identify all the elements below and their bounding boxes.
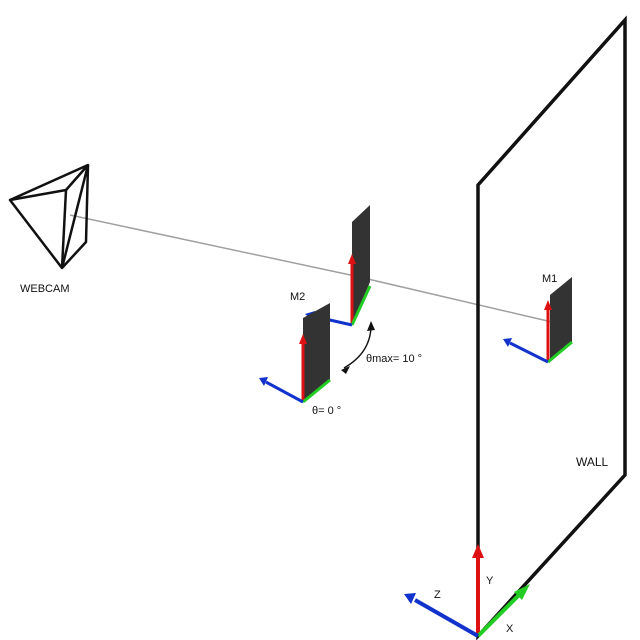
axis-z-label: Z — [434, 589, 441, 601]
light-beam — [69, 214, 356, 277]
world-z-axis — [414, 598, 479, 638]
mirror-m1 — [503, 277, 573, 364]
webcam-label: WEBCAM — [20, 283, 70, 295]
m1-x-axis — [547, 340, 573, 364]
mirror-m2-upper — [305, 205, 372, 327]
light-beam-reflected — [354, 275, 553, 323]
m1-z-axis — [509, 341, 549, 364]
webcam-icon — [8, 163, 90, 270]
wall-panel — [476, 15, 627, 640]
theta-zero-label: θ= 0 ° — [312, 405, 341, 417]
world-axes — [404, 544, 530, 638]
world-x-axis — [476, 592, 522, 638]
axis-x-label: X — [506, 623, 514, 635]
rotation-arrowhead-top — [367, 321, 375, 331]
theta-max-label: θmax= 10 ° — [366, 353, 422, 365]
m2-label: M2 — [290, 291, 305, 303]
wall-label: WALL — [576, 455, 609, 469]
axis-y-label: Y — [486, 575, 494, 587]
mirror-m2-lower — [259, 303, 331, 404]
m2-lower-x-axis — [302, 378, 331, 404]
m1-label: M1 — [542, 273, 557, 285]
m2-lower-z-axis — [265, 380, 304, 404]
m2-upper-x-axis — [350, 285, 372, 326]
rotation-arrowhead-bottom — [341, 366, 350, 374]
